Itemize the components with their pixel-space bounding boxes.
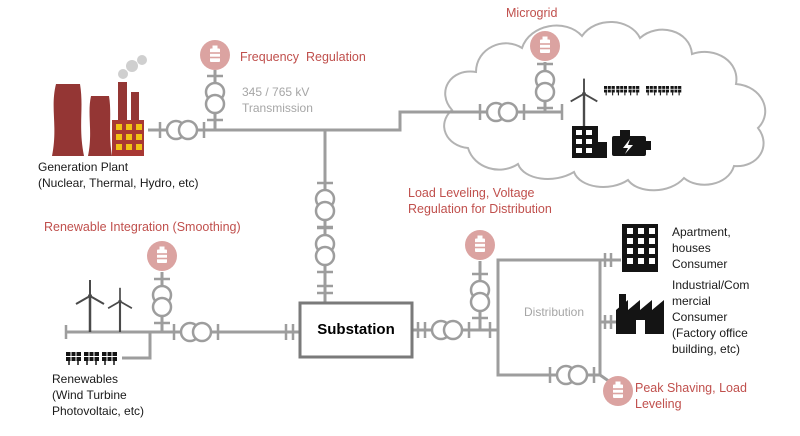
factory-icon [616, 294, 664, 334]
transformer-icon [314, 181, 336, 229]
wind-turbine-icon [107, 286, 133, 334]
peak-shaving-label: Peak Shaving, Load Leveling [635, 381, 747, 411]
transformer-icon [204, 74, 226, 122]
frequency-regulation-label: Frequency Regulation [240, 50, 366, 64]
substation-label: Substation [317, 321, 395, 338]
transformer-icon [423, 319, 471, 341]
transformer-icon [469, 272, 491, 320]
battery-icon-renewable [146, 240, 178, 272]
cloud-icon [443, 21, 767, 192]
apartment-consumer-label: Apartment, houses Consumer [672, 225, 731, 271]
transformer-icon [548, 364, 596, 386]
city-building-icon [572, 126, 607, 158]
battery-icon-load-leveling [464, 229, 496, 261]
load-leveling-label: Load Leveling, Voltage Regulation for Di… [408, 186, 552, 216]
bus-ticks [64, 104, 613, 340]
renewables-icons [65, 278, 133, 366]
solar-panel-icon [101, 351, 118, 366]
generation-plant-icon [52, 55, 147, 156]
transformer-icon [314, 226, 336, 274]
transformer-icon [151, 277, 173, 325]
battery-icon-frequency [199, 39, 231, 71]
transformer-icon [158, 119, 206, 141]
transformer-icon [172, 321, 220, 343]
solar-stub-wire [122, 332, 152, 360]
apartment-icon [622, 224, 658, 272]
renewable-integration-label: Renewable Integration (Smoothing) [44, 220, 241, 234]
battery-icon-peak-shaving [602, 375, 634, 407]
solar-panel-icon [65, 351, 82, 366]
microgrid-icons [569, 77, 682, 158]
industrial-consumer-label: Industrial/Com mercial Consumer (Factory… [672, 278, 750, 356]
battery-icon-microgrid [529, 30, 561, 62]
generation-plant-label: Generation Plant (Nuclear, Thermal, Hydr… [38, 160, 199, 190]
renewables-label: Renewables (Wind Turbine Photovoltaic, e… [52, 372, 145, 418]
microgrid-label: Microgrid [506, 6, 558, 20]
substation-box [298, 301, 414, 359]
distribution-label: Distribution [524, 305, 585, 319]
transmission-label: 345 / 765 kV Transmission [242, 85, 313, 115]
consumer-icons [616, 224, 664, 334]
generator-icon [612, 130, 651, 156]
solar-panel-icon [83, 351, 100, 366]
wind-turbine-icon [74, 278, 106, 334]
